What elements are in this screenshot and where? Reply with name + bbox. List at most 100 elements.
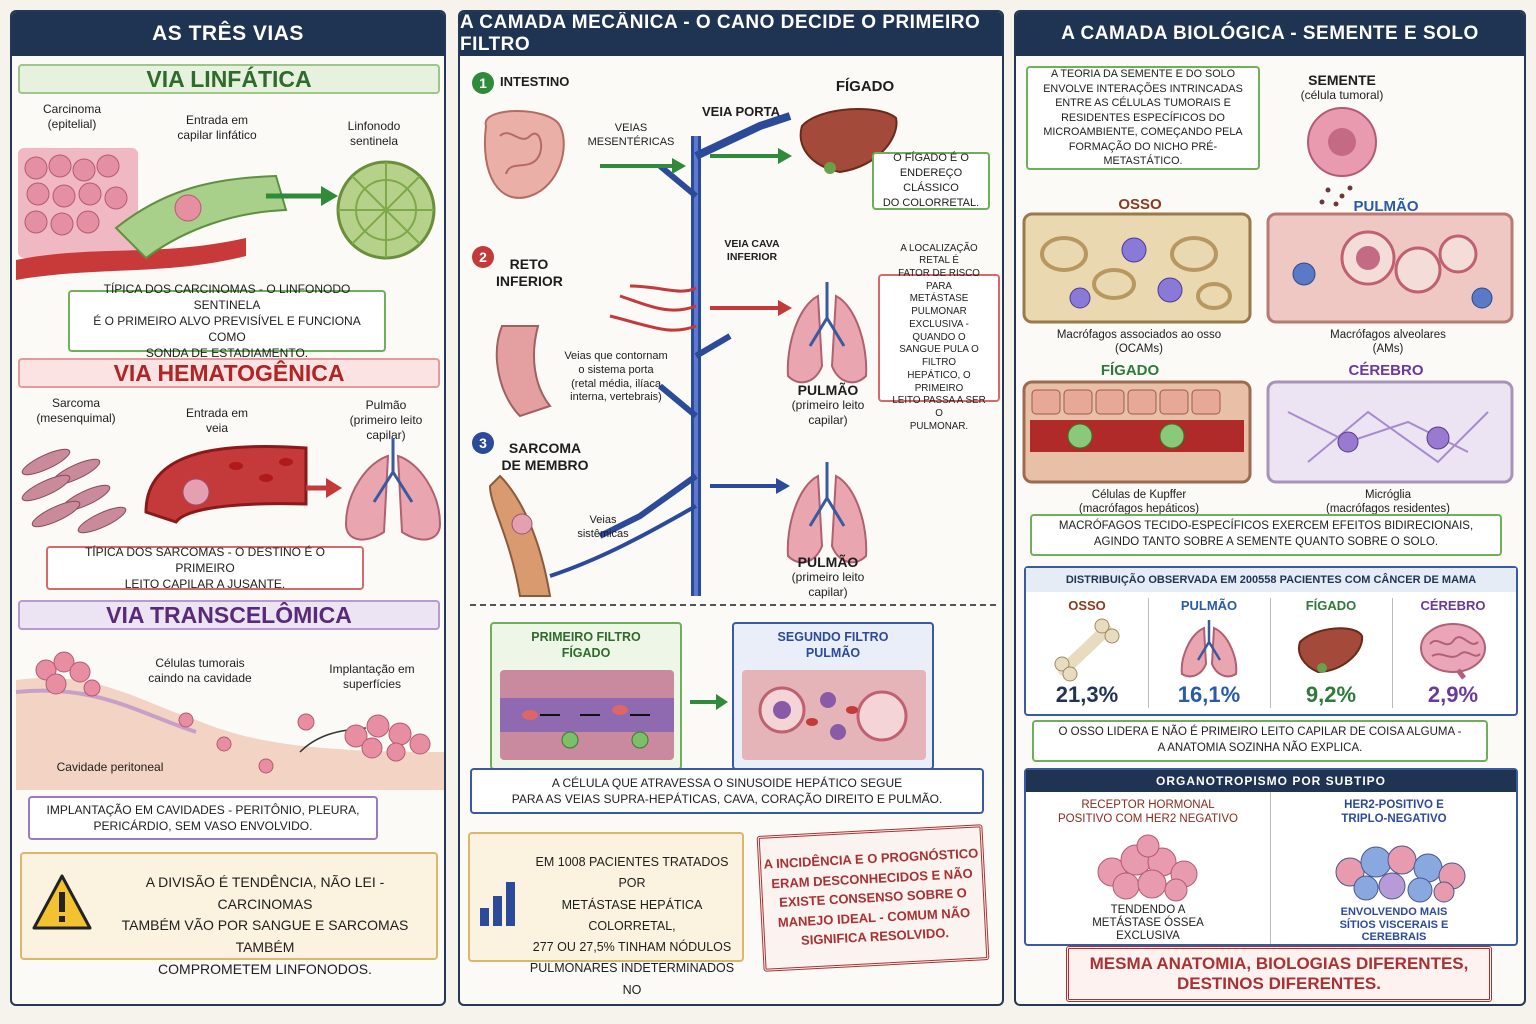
dist-organ-liver: FÍGADO <box>1305 598 1357 613</box>
distribution-divider-2 <box>1270 598 1271 708</box>
systemic-veins-label: Veias sistêmicas <box>577 514 629 540</box>
macrophage-effects-note: MACRÓFAGOS TECIDO-ESPECÍFICOS EXERCEM EF… <box>1030 514 1502 556</box>
limb-sarcoma-label: SARCOMA DE MEMBRO <box>501 440 589 473</box>
her2-triple-negative-label: HER2-POSITIVO E TRIPLO-NEGATIVO <box>1341 799 1447 826</box>
unresolved-stamp: A INCIDÊNCIA E O PROGNÓSTICO ERAM DESCON… <box>756 824 990 972</box>
hr-positive-outcome: TENDENDO A METÁSTASE ÓSSEA EXCLUSIVA <box>1092 904 1204 943</box>
liver-note: O FÍGADO É O ENDEREÇO CLÁSSICO DO COLORR… <box>872 152 990 210</box>
brain-microenvironment-illustration <box>1266 380 1514 484</box>
distribution-divider-1 <box>1148 598 1149 708</box>
lymph-entry-label: Entrada em capilar linfático <box>177 113 257 142</box>
brain-icon <box>1420 623 1486 680</box>
rectal-risk-note: A LOCALIZAÇÃO RETAL É FATOR DE RISCO PAR… <box>878 243 1000 432</box>
panel-title: AS TRÊS VIAS <box>12 12 444 56</box>
bone-leads-note: O OSSO LIDERA E NÃO É PRIMEIRO LEITO CAP… <box>1032 720 1488 762</box>
bone-microenvironment-illustration <box>1022 212 1252 324</box>
portal-bypass-veins-label: Veias que contornam o sistema porta (ret… <box>564 350 668 404</box>
intestine-label: INTESTINO <box>500 74 570 89</box>
lung-soil-title: PULMÃO <box>1353 198 1419 215</box>
inferior-vena-cava-label: VEIA CAVA INFERIOR <box>724 238 780 264</box>
lung-sublabel-limb: (primeiro leito capilar) <box>791 570 865 599</box>
vein-diagram <box>483 108 898 597</box>
panel-biological-layer: A CAMADA BIOLÓGICA - SEMENTE E SOLO A TE… <box>1014 10 1526 1006</box>
warning-box: A DIVISÃO É TENDÊNCIA, NÃO LEI - CARCINO… <box>20 852 438 977</box>
tumor-cell-illustration <box>1307 107 1377 207</box>
hr-positive-cluster-illustration <box>1097 834 1198 902</box>
distribution-title: DISTRIBUIÇÃO OBSERVADA EM 200558 PACIENT… <box>1026 568 1516 592</box>
liver-label: FÍGADO <box>835 78 895 95</box>
final-banner: MESMA ANATOMIA, BIOLOGIAS DIFERENTES, DE… <box>1066 946 1492 1002</box>
dist-value-liver: 9,2% <box>1305 682 1357 707</box>
second-filter-label: SEGUNDO FILTRO PULMÃO <box>777 630 889 660</box>
dist-organ-bone: OSSO <box>1068 598 1106 613</box>
liver-microenvironment-illustration <box>1022 380 1252 484</box>
lung-macrophage-caption: Macrófagos alveolares (AMs) <box>1330 329 1446 356</box>
distribution-box: DISTRIBUIÇÃO OBSERVADA EM 200558 PACIENT… <box>1024 566 1518 716</box>
seed-label: SEMENTE <box>1308 72 1376 88</box>
warning-icon <box>32 874 92 930</box>
first-filter-label: PRIMEIRO FILTRO FÍGADO <box>531 630 641 660</box>
seed-sublabel: (célula tumoral) <box>1300 88 1384 102</box>
step-3-badge: 3 <box>472 432 494 454</box>
surface-implant-label: Implantação em superfícies <box>329 662 415 691</box>
dist-organ-lung: PULMÃO <box>1180 598 1238 613</box>
hr-positive-label: RECEPTOR HORMONAL POSITIVO COM HER2 NEGA… <box>1058 799 1238 826</box>
bone-icon <box>1054 618 1120 682</box>
liver-soil-title: FÍGADO <box>1100 362 1160 379</box>
lung-icon <box>1180 620 1238 678</box>
panel-title: A CAMADA BIOLÓGICA - SEMENTE E SOLO <box>1016 12 1524 56</box>
vein-entry-label: Entrada em veia <box>185 406 249 435</box>
her2-outcome: ENVOLVENDO MAIS SÍTIOS VISCERAIS E CEREB… <box>1339 906 1449 944</box>
panel-three-routes: AS TRÊS VIAS VIA LINFÁTICA Carcinoma (ep… <box>10 10 446 1006</box>
first-filter-box: PRIMEIRO FILTRO FÍGADO <box>490 622 682 770</box>
her2-cluster-illustration <box>1335 845 1466 903</box>
lower-rectum-label: RETO INFERIOR <box>496 256 563 289</box>
distribution-divider-3 <box>1392 598 1393 708</box>
carcinoma-label: Carcinoma (epitelial) <box>42 102 102 131</box>
lymphatic-note: TÍPICA DOS CARCINOMAS - O LINFONODO SENT… <box>68 282 386 360</box>
kupffer-cells-caption: Células de Kupffer (macrófagos hepáticos… <box>1078 489 1200 516</box>
mesenteric-veins-label: VEIAS MESENTÉRICAS <box>587 122 675 148</box>
dist-organ-brain: CÉREBRO <box>1420 598 1486 613</box>
sinusoid-note: A CÉLULA QUE ATRAVESSA O SINUSOIDE HEPÁT… <box>470 768 984 814</box>
lung-label-limb: PULMÃO <box>797 554 859 570</box>
microglia-caption: Micróglia (macrófagos residentes) <box>1326 489 1450 516</box>
stats-text: EM 1008 PACIENTES TRATADOS POR METÁSTASE… <box>529 855 735 1004</box>
lung-microenvironment-illustration <box>1266 212 1514 324</box>
falling-cells-label: Células tumorais caindo na cavidade <box>148 656 252 685</box>
lung-destination-label: Pulmão (primeiro leito capilar) <box>349 398 423 442</box>
lung-sublabel-rectal: (primeiro leito capilar) <box>791 398 865 427</box>
dist-value-bone: 21,3% <box>1055 682 1119 707</box>
transcoelomic-illustration <box>15 651 444 790</box>
warning-text: A DIVISÃO É TENDÊNCIA, NÃO LEI - CARCINO… <box>121 874 409 977</box>
dist-value-lung: 16,1% <box>1177 682 1241 707</box>
dist-value-brain: 2,9% <box>1427 682 1479 707</box>
filter-arrow <box>690 694 728 710</box>
lung-capillary-illustration <box>742 670 926 760</box>
step-2-badge: 2 <box>472 246 494 268</box>
portal-vein-label: VEIA PORTA <box>701 104 780 119</box>
subtype-box: ORGANOTROPISMO POR SUBTIPO RECEPTOR HORM… <box>1024 768 1518 946</box>
final-banner-text: MESMA ANATOMIA, BIOLOGIAS DIFERENTES, DE… <box>1089 953 1469 993</box>
hematogenous-illustration <box>21 438 442 541</box>
bone-soil-title: OSSO <box>1118 196 1162 213</box>
panel-title: A CAMADA MECÂNICA - O CANO DECIDE O PRIM… <box>460 12 1002 56</box>
transcoelomic-title: VIA TRANSCELÔMICA <box>18 600 440 630</box>
bar-chart-icon <box>480 882 515 926</box>
second-filter-box: SEGUNDO FILTRO PULMÃO <box>732 622 934 770</box>
sarcoma-label: Sarcoma (mesenquimal) <box>36 396 116 425</box>
liver-sinusoid-illustration <box>500 670 674 760</box>
lymphatic-title: VIA LINFÁTICA <box>18 64 440 94</box>
stats-box: EM 1008 PACIENTES TRATADOS POR METÁSTASE… <box>468 832 744 1004</box>
lung-label-rectal: PULMÃO <box>797 382 859 398</box>
transcoelomic-note: IMPLANTAÇÃO EM CAVIDADES - PERITÔNIO, PL… <box>28 796 378 840</box>
bone-macrophage-caption: Macrófagos associados ao osso (OCAMs) <box>1056 329 1222 356</box>
hematogenous-title: VIA HEMATOGÊNICA <box>18 358 440 388</box>
lymphatic-illustration <box>16 148 436 280</box>
peritoneal-cavity-label: Cavidade peritoneal <box>56 760 164 774</box>
liver-icon <box>1298 627 1364 674</box>
stamp-text: A INCIDÊNCIA E O PROGNÓSTICO ERAM DESCON… <box>763 845 979 949</box>
section-divider <box>470 604 996 606</box>
panel-mechanical-layer: A CAMADA MECÂNICA - O CANO DECIDE O PRIM… <box>458 10 1004 1006</box>
seed-soil-theory-note: A TEORIA DA SEMENTE E DO SOLO ENVOLVE IN… <box>1026 66 1260 170</box>
